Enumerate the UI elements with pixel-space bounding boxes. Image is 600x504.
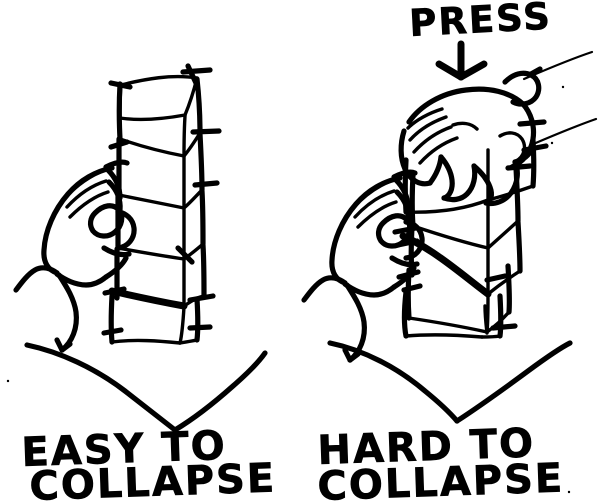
press-label: PRESS [408,0,553,45]
right-cube-3 [392,219,523,298]
right-caption-line1: HARD TO [317,420,536,474]
left-cube-5 [101,293,213,345]
left-pushing-hand [13,159,137,353]
left-caption-line2: COLLAPSE [29,455,277,504]
press-down-arrow [435,40,488,81]
scan-specks [6,85,571,494]
left-ground-line [24,342,268,433]
right-cube-stack [392,137,537,339]
left-panel-illustration [13,63,268,433]
right-cube-5 [401,289,518,339]
right-pushing-hand [301,169,425,363]
left-cube-top [108,63,222,158]
captions: EASY TO COLLAPSE HARD TO COLLAPSE [20,420,565,504]
left-caption-line1: EASY TO [21,423,228,476]
right-caption-line2: COLLAPSE [317,455,565,504]
right-pressing-hand [398,50,598,207]
right-panel-illustration: PRESS [301,0,598,424]
right-cube-4 [396,263,513,334]
right-ground-line [327,340,573,424]
